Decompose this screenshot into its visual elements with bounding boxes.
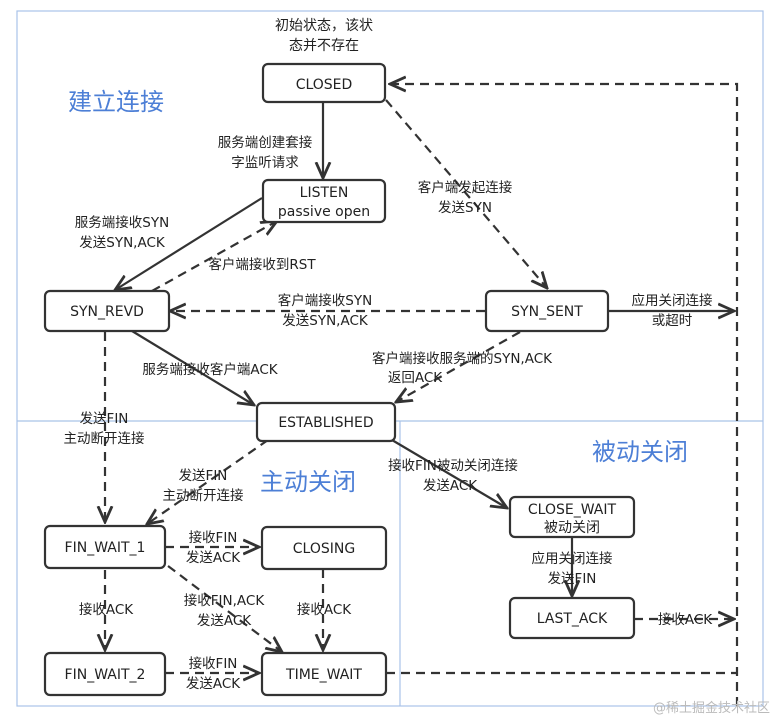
state-listen-label: LISTEN [300,185,349,201]
label-fin-wait-1-closing-1: 接收FIN [189,529,238,546]
label-closed-listen-1: 服务端创建套接 [218,134,313,151]
transition-labels: 服务端创建套接 字监听请求 客户端发起连接 发送SYN 服务端接收SYN 发送S… [64,134,714,692]
label-syn-revd-fin-wait-1-2: 主动断开连接 [64,430,145,447]
state-syn-revd: SYN_REVD [43,289,171,333]
label-closed-listen-2: 字监听请求 [231,155,299,171]
label-closing-time-wait: 接收ACK [297,601,352,618]
state-listen-box [261,178,387,224]
label-established-fin-wait-1-1: 发送FIN [179,468,228,484]
label-fin-wait-1-fin-wait-2: 接收ACK [79,601,134,618]
label-syn-revd-listen: 客户端接收到RST [208,256,316,273]
label-syn-sent-established-1: 客户端接收服务端的SYN,ACK [372,350,553,367]
state-listen-sublabel: passive open [278,204,370,220]
state-last-ack-label: LAST_ACK [537,611,608,627]
state-close-wait-sublabel: 被动关闭 [544,520,600,536]
state-syn-sent: SYN_SENT [484,289,610,333]
edge-fin-wait-1-time-wait [167,565,282,652]
label-syn-sent-syn-revd-1: 客户端接收SYN [278,292,372,309]
state-syn-sent-box [484,289,610,333]
state-time-wait: TIME_WAIT [260,651,388,697]
state-syn-revd-label: SYN_REVD [70,304,144,320]
state-fin-wait-1: FIN_WAIT_1 [43,524,167,570]
label-fin-wait-2-time-wait-2: 发送ACK [186,676,241,692]
edge-syn-revd-established [131,330,254,405]
label-established-close-wait-2: 发送ACK [423,478,478,494]
label-last-ack-closed: 接收ACK [658,611,713,628]
state-time-wait-box [260,651,388,697]
edge-established-fin-wait-1 [147,439,269,524]
label-listen-syn-revd-2: 发送SYN,ACK [79,235,166,251]
state-closed-label: CLOSED [296,77,353,93]
label-syn-sent-syn-revd-2: 发送SYN,ACK [282,313,369,329]
outer-border [16,10,764,707]
region-title-connect: 建立连接 [68,88,164,116]
edge-syn-revd-listen [151,221,277,292]
edge-closed-syn-sent [385,99,547,288]
state-fin-wait-2-label: FIN_WAIT_2 [65,667,146,683]
label-syn-revd-fin-wait-1-1: 发送FIN [80,411,129,427]
state-close-wait-label: CLOSE_WAIT [528,502,617,518]
label-syn-revd-established: 服务端接收客户端ACK [142,361,278,378]
region-title-active-close: 主动关闭 [260,468,356,496]
state-established: ESTABLISHED [255,401,397,443]
state-close-wait-box [508,495,636,539]
initial-note-line-1: 初始状态，该状 [275,17,373,34]
state-established-box [255,401,397,443]
initial-note-line-2: 态并不存在 [289,38,359,54]
state-fin-wait-2: FIN_WAIT_2 [43,651,167,697]
edge-listen-syn-revd [115,197,263,290]
label-fin-wait-1-time-wait-2: 发送ACK [197,613,252,629]
label-fin-wait-1-closing-2: 发送ACK [186,550,241,566]
edge-established-close-wait [391,439,507,508]
label-syn-sent-closed-1: 应用关闭连接 [632,292,713,309]
state-last-ack: LAST_ACK [508,596,636,640]
label-established-close-wait-1: 接收FIN被动关闭连接 [388,457,518,474]
state-syn-sent-label: SYN_SENT [511,304,583,320]
state-closing-box [260,525,388,571]
state-time-wait-label: TIME_WAIT [285,667,362,683]
state-fin-wait-1-label: FIN_WAIT_1 [65,540,146,556]
state-closing-label: CLOSING [293,541,355,557]
edge-syn-sent-established [396,331,521,402]
state-closing: CLOSING [260,525,388,571]
label-fin-wait-1-time-wait-1: 接收FIN,ACK [184,592,266,609]
watermark: @稀土掘金技术社区 [653,700,770,716]
state-fin-wait-1-box [43,524,167,570]
region-title-passive-close: 被动关闭 [592,438,688,466]
state-listen: LISTEN passive open [261,178,387,224]
label-close-wait-last-ack-1: 应用关闭连接 [532,550,613,567]
label-fin-wait-2-time-wait-1: 接收FIN [189,655,238,672]
edge-return-to-closed [390,84,739,706]
state-last-ack-box [508,596,636,640]
state-closed: CLOSED [261,62,387,104]
state-fin-wait-2-box [43,651,167,697]
label-syn-sent-established-2: 返回ACK [388,370,443,386]
label-listen-syn-revd-1: 服务端接收SYN [75,214,169,231]
label-closed-syn-sent-1: 客户端发起连接 [418,179,513,196]
label-syn-sent-closed-2: 或超时 [652,313,693,329]
initial-state-note: 初始状态，该状 态并不存在 [275,17,373,54]
state-syn-revd-box [43,289,171,333]
label-closed-syn-sent-2: 发送SYN [438,200,492,216]
label-close-wait-last-ack-2: 发送FIN [548,571,597,587]
label-established-fin-wait-1-2: 主动断开连接 [163,487,244,504]
transition-edges [105,84,739,706]
state-established-label: ESTABLISHED [278,415,373,431]
state-close-wait: CLOSE_WAIT 被动关闭 [508,495,636,539]
state-closed-box [261,62,387,104]
